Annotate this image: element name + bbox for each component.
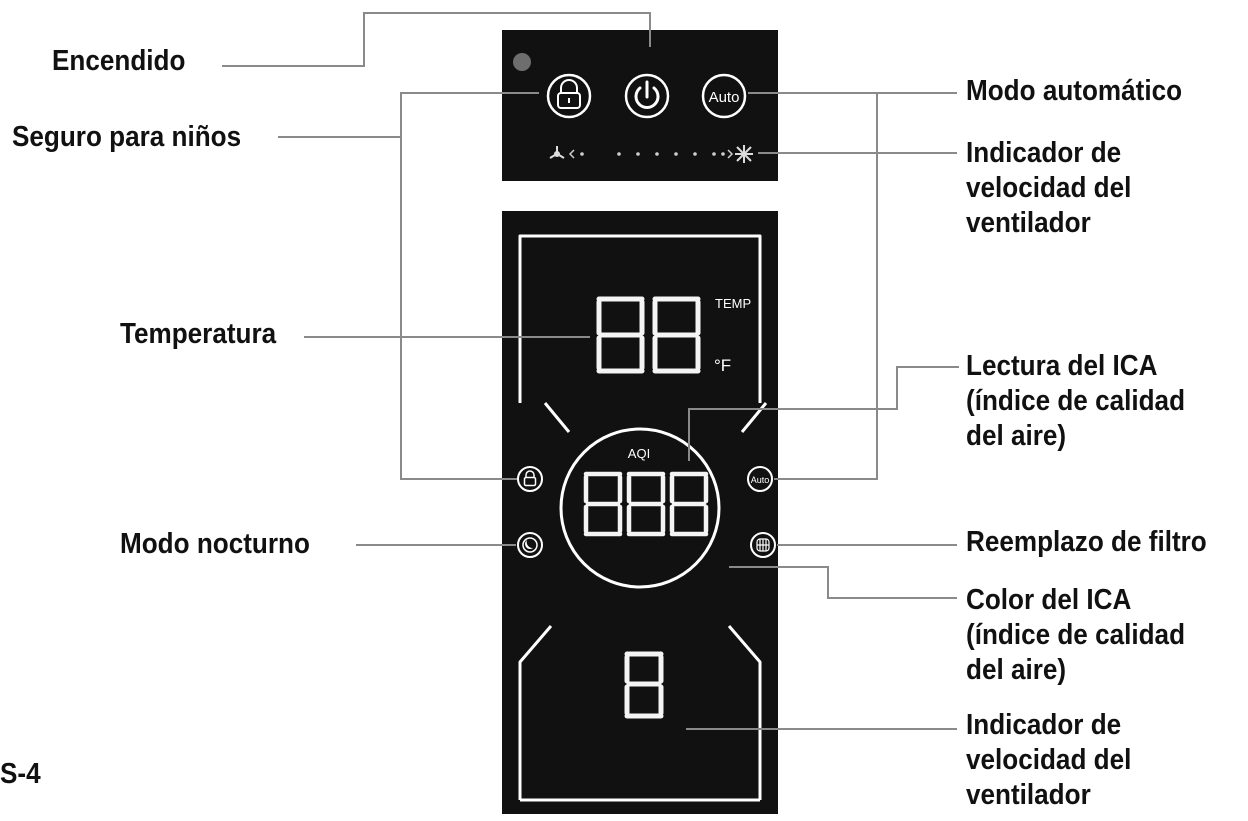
callout-child-lock: Seguro para niños [12,121,242,153]
fan-high-icon [735,145,753,163]
callout-filter-replacement: Reemplazo de filtro [966,526,1207,558]
fan-speed-dots [568,149,734,159]
panel-frame [518,234,768,802]
lock-icon [523,470,537,487]
night-mode-button[interactable] [517,532,543,558]
callout-fan-speed-bottom: Indicador de velocidad del ventilador [966,709,1132,811]
callout-fan-speed-top: Indicador de velocidad del ventilador [966,137,1132,239]
lock-icon [557,79,581,109]
leader-aqi-reading [688,366,959,461]
temperature-display: TEMP °F [596,296,751,375]
filter-icon [756,538,770,552]
child-lock-button-small[interactable] [517,466,543,492]
power-icon [634,80,660,109]
aqi-digit [583,471,623,537]
auto-mode-button[interactable]: Auto [701,73,747,119]
callout-aqi-color: Color del ICA (índice de calidad del air… [966,584,1186,686]
aqi-display [583,471,709,537]
lock-button[interactable] [546,73,592,119]
aqi-color-ring [559,427,721,589]
fan-low-icon [549,146,565,159]
figure-id: S-4 [0,758,41,790]
fan-speed-digit [624,651,664,719]
aqi-digit [626,471,666,537]
auto-small-label: Auto [751,475,770,485]
temp-label: TEMP [715,296,751,311]
leader-power [222,12,651,67]
night-mode-icon [522,537,538,553]
callout-night-mode: Modo nocturno [120,528,310,560]
callout-temperature: Temperatura [120,318,277,350]
callout-power: Encendido [52,45,186,77]
aqi-label: AQI [628,446,650,461]
leader-auto-bracket [774,93,878,480]
aqi-digit [669,471,709,537]
power-button[interactable] [624,73,670,119]
power-indicator-light [513,53,531,71]
temp-unit: °F [714,356,731,375]
temp-digit [652,296,701,374]
callout-auto-mode: Modo automático [966,75,1183,107]
leader-aqi-color [729,566,957,599]
temp-digit [596,296,645,374]
filter-replacement-button[interactable] [750,532,776,558]
leader-child-lock-bracket [400,92,539,480]
callout-aqi-reading: Lectura del ICA (índice de calidad del a… [966,350,1186,452]
leader-lines [222,12,959,730]
auto-button-label: Auto [709,89,740,106]
auto-mode-button-small[interactable]: Auto [747,466,773,492]
